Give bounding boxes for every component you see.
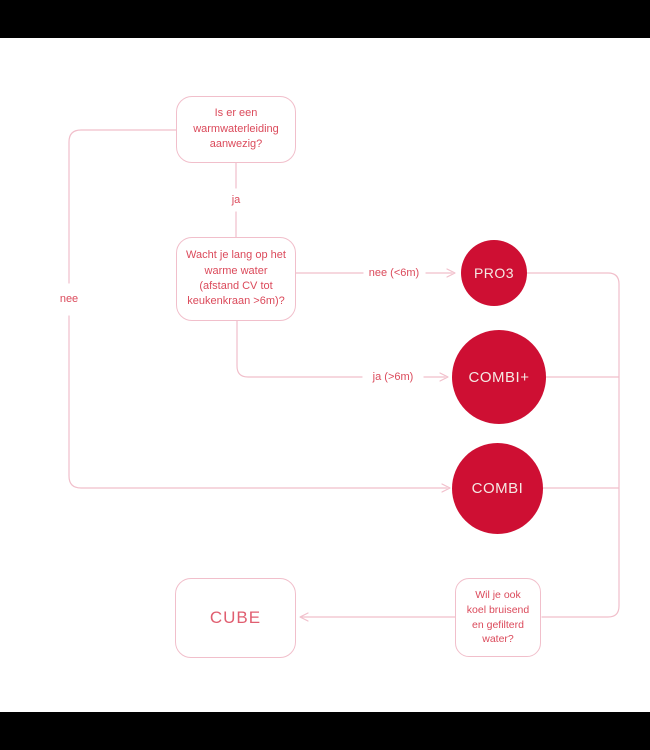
question-koel-bruisend-gefilterd: Wil je ook koel bruisend en gefilterd wa… <box>455 578 541 657</box>
edge-label-ja-groter-6m: ja (>6m) <box>370 371 416 383</box>
edge-rail-right <box>526 272 620 618</box>
result-combi: COMBI <box>452 443 543 534</box>
result-combi-plus: COMBI+ <box>452 330 546 424</box>
edge-nee-segment-2 <box>68 315 448 489</box>
edge-nee-segment-1 <box>68 129 177 284</box>
arrowhead-combi-icon <box>441 483 451 493</box>
question-wachttijd-warm-water: Wacht je lang op het warme water (afstan… <box>176 237 296 321</box>
arrowhead-cube-icon <box>299 612 309 622</box>
letterbox-bar-top <box>0 0 650 38</box>
letterbox-bar-bottom <box>0 712 650 750</box>
result-pro3: PRO3 <box>461 240 527 306</box>
result-cube: CUBE <box>175 578 296 658</box>
edge-label-nee: nee <box>57 293 81 305</box>
edge-ja6m-segment-1 <box>236 320 363 378</box>
arrowhead-pro3-icon <box>446 268 456 278</box>
edge-label-nee-kleiner-6m: nee (<6m) <box>366 267 422 279</box>
arrowhead-combiplus-icon <box>439 372 449 382</box>
edge-label-ja: ja <box>229 194 243 206</box>
question-warmwaterleiding: Is er een warmwaterleiding aanwezig? <box>176 96 296 163</box>
